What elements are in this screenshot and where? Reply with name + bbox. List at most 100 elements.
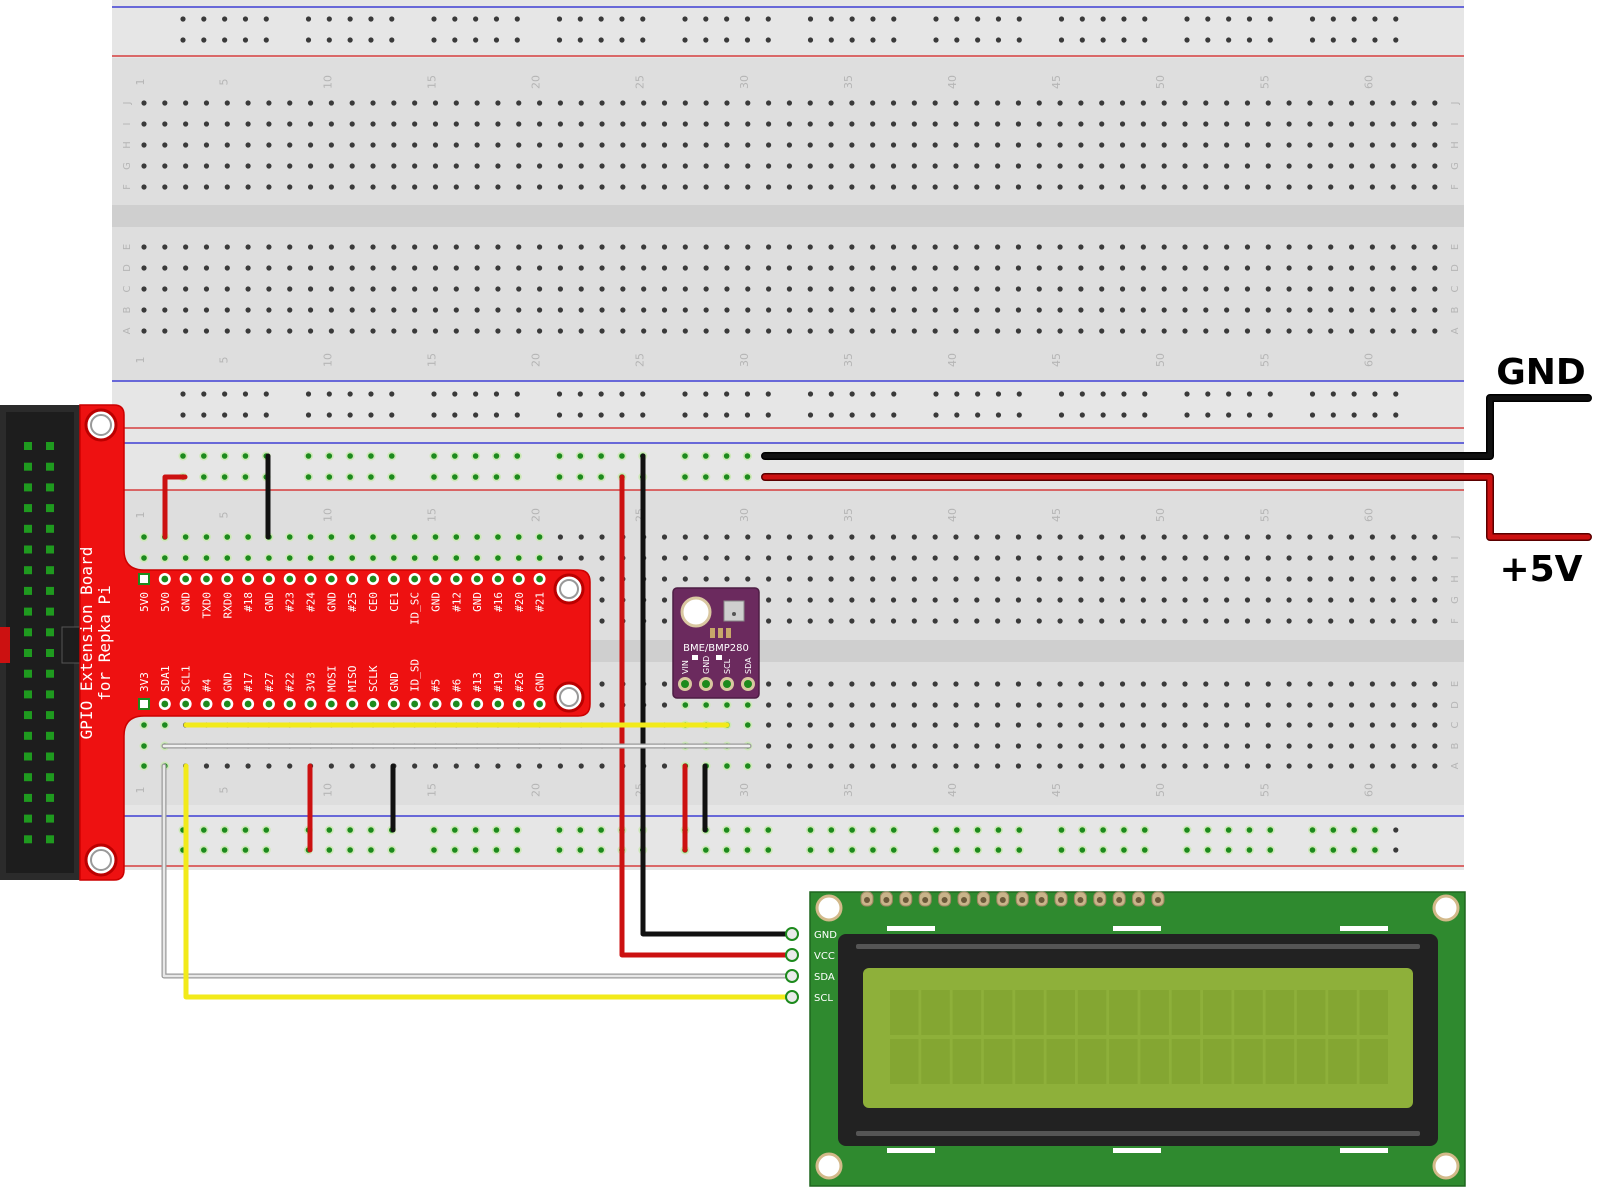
- hole: [1036, 286, 1042, 292]
- hole: [849, 702, 855, 708]
- hole: [1265, 286, 1271, 292]
- hole: [1369, 184, 1375, 190]
- hole: [1390, 163, 1396, 169]
- hole: [911, 763, 917, 769]
- hole: [412, 307, 418, 313]
- column-number: 30: [738, 75, 751, 89]
- hole: [724, 244, 730, 250]
- hole: [1369, 534, 1375, 540]
- hole: [474, 100, 480, 106]
- hole: [1203, 328, 1209, 334]
- hole: [266, 100, 272, 106]
- hole: [661, 597, 668, 603]
- hole: [1015, 244, 1022, 250]
- hole: [183, 100, 189, 106]
- ribbon-pin: [24, 566, 32, 575]
- hole: [1015, 702, 1022, 708]
- gpio-pin-label: #23: [284, 592, 297, 612]
- hole: [766, 555, 772, 561]
- hole: [1078, 142, 1084, 148]
- hole: [890, 244, 897, 250]
- hole: [328, 142, 334, 148]
- hole: [578, 121, 584, 127]
- hole: [328, 307, 334, 313]
- hole: [620, 100, 626, 106]
- hole: [1015, 597, 1022, 603]
- hole: [1224, 576, 1230, 582]
- hole: [287, 763, 293, 769]
- hole: [724, 16, 730, 22]
- hole: [599, 702, 605, 708]
- hole: [328, 265, 334, 271]
- gpio-pin-label: #26: [513, 672, 526, 692]
- hole: [141, 244, 147, 250]
- lcd-char-cell: [1203, 990, 1232, 1035]
- hole: [370, 184, 376, 190]
- lcd-char-cell: [1109, 1039, 1138, 1084]
- hole: [807, 618, 813, 624]
- ribbon-pin: [46, 649, 54, 657]
- mount-hole: [84, 408, 118, 442]
- hole: [1286, 597, 1292, 603]
- hole: [180, 37, 186, 43]
- hole: [890, 597, 897, 603]
- hole: [305, 412, 312, 418]
- hole: [201, 16, 207, 22]
- hole: [1140, 743, 1146, 749]
- row-letter: G: [1450, 162, 1461, 170]
- ribbon-pin: [24, 628, 32, 637]
- hole: [703, 163, 709, 169]
- hole: [349, 286, 355, 292]
- hole: [391, 163, 397, 169]
- hole: [745, 576, 751, 582]
- hole: [807, 100, 813, 106]
- gpio-pin-label: 5V0: [138, 592, 151, 612]
- hole: [932, 286, 938, 292]
- hole: [890, 184, 897, 190]
- hole: [765, 412, 771, 418]
- hole: [1330, 391, 1336, 397]
- hole: [890, 121, 897, 127]
- hole: [995, 576, 1001, 582]
- hole: [932, 763, 938, 769]
- hole: [953, 555, 959, 561]
- hole: [599, 184, 605, 190]
- hole: [682, 244, 688, 250]
- hole: [870, 184, 876, 190]
- hole: [1369, 681, 1375, 687]
- hole: [974, 307, 980, 313]
- hole: [578, 163, 584, 169]
- hole: [786, 597, 793, 603]
- hole: [911, 555, 917, 561]
- hole: [1015, 743, 1022, 749]
- hole: [953, 163, 959, 169]
- hole: [1203, 307, 1209, 313]
- hole: [1057, 265, 1063, 271]
- hole: [266, 763, 272, 769]
- hole: [1286, 681, 1292, 687]
- hole: [1099, 681, 1105, 687]
- hole: [1140, 307, 1146, 313]
- column-number: 10: [321, 508, 334, 522]
- hole: [1309, 16, 1316, 22]
- hole: [661, 307, 668, 313]
- hole: [370, 307, 376, 313]
- hole: [828, 121, 834, 127]
- hole: [682, 328, 688, 334]
- lcd-mount-hole: [1432, 1152, 1460, 1180]
- hole: [1161, 555, 1167, 561]
- hole: [224, 265, 230, 271]
- hole: [1099, 702, 1105, 708]
- hole: [1224, 265, 1230, 271]
- hole: [1182, 265, 1188, 271]
- hole: [1119, 142, 1126, 148]
- gpio-pin-label: GND: [221, 672, 234, 692]
- hole: [578, 265, 584, 271]
- hole: [974, 328, 980, 334]
- hole: [1078, 244, 1084, 250]
- hole: [473, 412, 479, 418]
- hole: [1390, 576, 1396, 582]
- hole: [516, 328, 522, 334]
- hole: [370, 328, 376, 334]
